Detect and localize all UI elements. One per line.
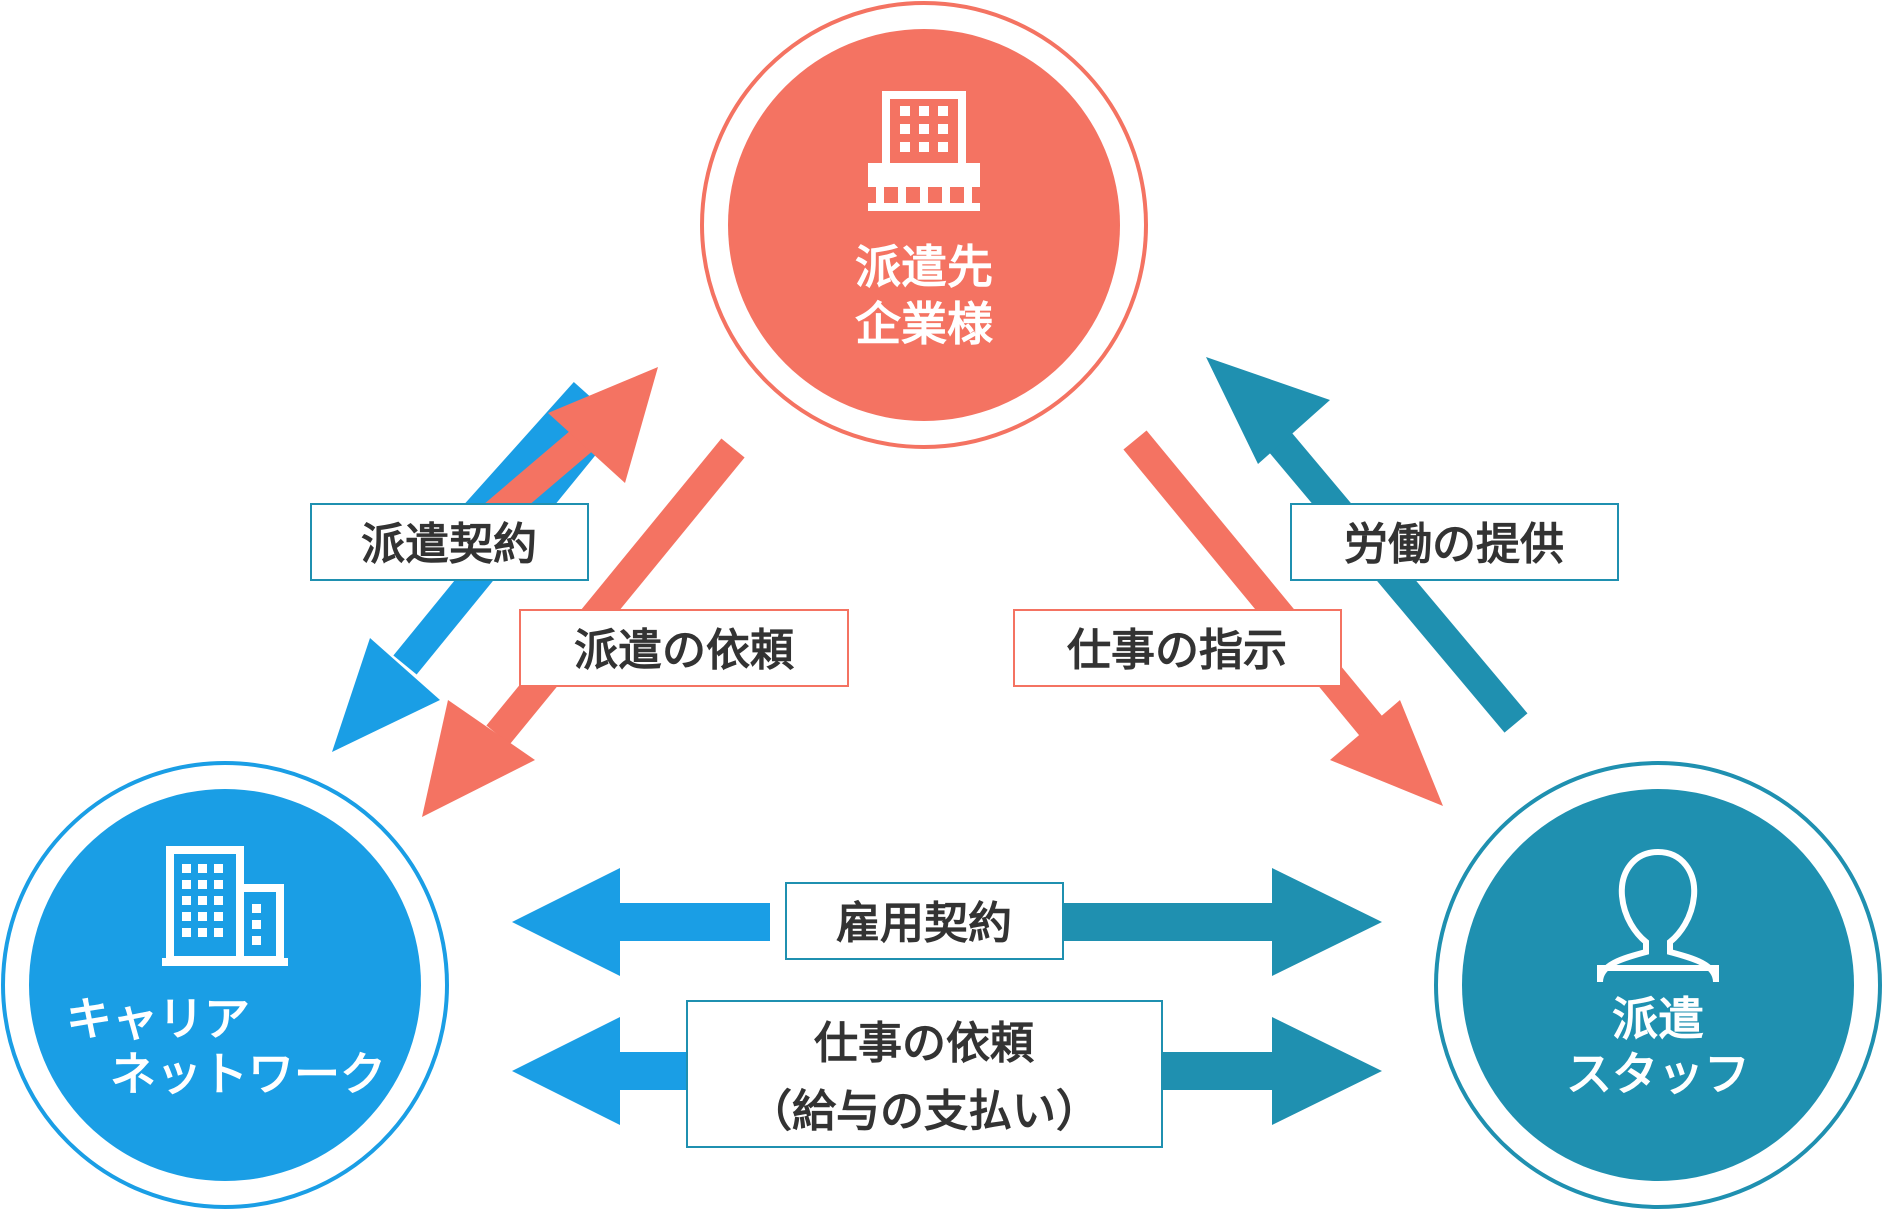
store-building-icon — [868, 91, 980, 211]
arrow-head — [332, 638, 440, 752]
node-agency-label-line1: キャリア — [66, 992, 250, 1046]
svg-text:仕事の依頼: 仕事の依頼 — [814, 1018, 1035, 1069]
svg-text:派遣契約: 派遣契約 — [361, 519, 537, 570]
arrow-head-right — [1272, 868, 1382, 976]
node-fill — [728, 29, 1120, 421]
label-labor-provision: 労働の提供 — [1290, 503, 1619, 581]
label-dispatch-request: 派遣の依頼 — [519, 609, 849, 687]
arrow-shaft — [1123, 430, 1392, 747]
arrow-head — [422, 700, 535, 817]
node-fill — [29, 789, 421, 1181]
node-client-label-line2: 企業様 — [855, 297, 994, 351]
label-work-request: 仕事の依頼 （給与の支払い） — [686, 1000, 1163, 1148]
arrow-shaft — [1268, 432, 1528, 733]
office-building-icon — [162, 846, 288, 966]
arrow-dispatch-request — [422, 438, 745, 817]
arrow-shaft — [486, 438, 745, 745]
arrow-labor-provision — [1206, 357, 1528, 733]
node-staff: 派遣 スタッフ — [1434, 761, 1882, 1209]
arrow-head — [548, 367, 658, 483]
person-icon — [1597, 848, 1719, 983]
node-staff-label-line2: スタッフ — [1566, 1047, 1750, 1101]
arrow-head — [1206, 357, 1330, 464]
svg-text:雇用契約: 雇用契約 — [836, 898, 1012, 949]
svg-text:仕事の指示: 仕事の指示 — [1067, 625, 1287, 676]
arrow-head-right — [1272, 1017, 1382, 1125]
node-fill — [1462, 789, 1854, 1181]
node-staff-label-line1: 派遣 — [1612, 992, 1704, 1046]
label-employment-contract: 雇用契約 — [785, 882, 1064, 960]
svg-text:労働の提供: 労働の提供 — [1344, 519, 1564, 570]
arrow-head-left — [512, 1017, 620, 1125]
label-dispatch-contract: 派遣契約 — [310, 503, 589, 581]
node-client: 派遣先 企業様 — [700, 1, 1148, 449]
arrow-head-left — [512, 868, 620, 976]
svg-text:（給与の支払い）: （給与の支払い） — [748, 1086, 1100, 1137]
node-client-label-line1: 派遣先 — [855, 240, 993, 294]
arrow-head — [1330, 700, 1443, 806]
svg-text:派遣の依頼: 派遣の依頼 — [574, 625, 795, 676]
arrow-employment-contract — [512, 868, 1382, 976]
label-work-instruction: 仕事の指示 — [1013, 609, 1342, 687]
node-agency: キャリア ネットワーク — [1, 761, 449, 1209]
arrow-work-instruction — [1123, 430, 1443, 806]
node-agency-label-line2: ネットワーク — [110, 1047, 386, 1101]
arrow-work-request — [512, 1017, 1382, 1125]
